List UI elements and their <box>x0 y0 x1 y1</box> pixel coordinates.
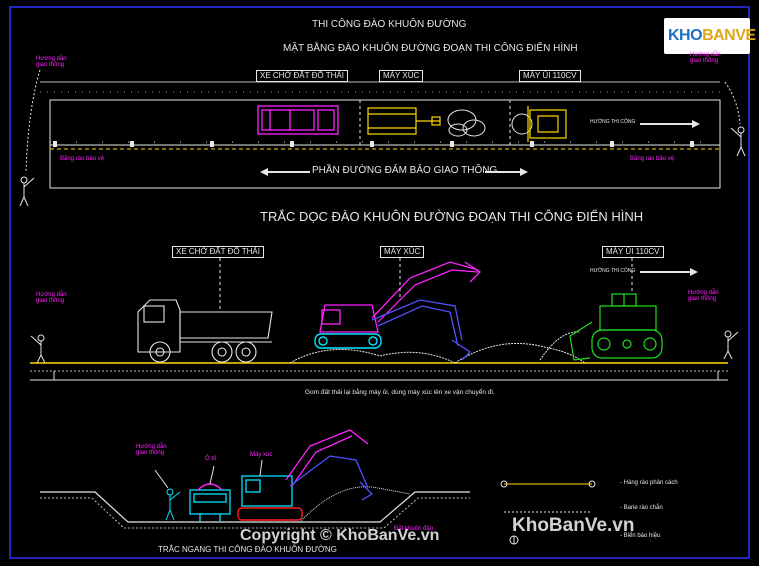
profile-label-excavator: MÁY XÚC <box>380 246 425 258</box>
profile-label-truck: XE CHỞ ĐẤT ĐỔ THẢI <box>172 246 264 258</box>
legend-barrier-label: - Barie rào chắn <box>620 505 663 511</box>
logo-text-a: KHO <box>668 27 703 44</box>
cross-section-view <box>40 429 470 529</box>
profile-view <box>30 258 739 381</box>
plan-traffic-lane-label: PHẦN ĐƯỜNG ĐẢM BẢO GIAO THÔNG <box>312 165 498 176</box>
plan-barrier-left-label: Băng rào bảo vệ <box>60 156 105 162</box>
plan-label-dozer: MÁY ỦI 110CV <box>519 70 581 82</box>
logo-text: KHOBANVE <box>668 27 756 45</box>
watermark-text: KhoBanVe.vn <box>512 515 635 536</box>
profile-flagman-right-label: Hướng dẫn giao thông <box>688 290 719 302</box>
plan-label-excavator: MÁY XÚC <box>379 70 424 82</box>
section-title: TRẮC NGANG THI CÔNG ĐÀO KHUÔN ĐƯỜNG <box>158 545 337 554</box>
plan-direction-label: HƯỚNG THI CÔNG <box>590 119 636 125</box>
plan-barrier-right-label: Băng rào bảo vệ <box>630 156 675 162</box>
plan-title: MẶT BẰNG ĐÀO KHUÔN ĐƯỜNG ĐOẠN THI CÔNG Đ… <box>283 43 578 54</box>
profile-title: TRẮC DỌC ĐÀO KHUÔN ĐƯỜNG ĐOẠN THI CÔNG Đ… <box>260 209 644 224</box>
profile-note: Gom đất thải lại bằng máy ủi, dùng máy x… <box>305 389 495 396</box>
legend <box>500 480 596 545</box>
profile-flagman-left-label: Hướng dẫn giao thông <box>36 292 67 304</box>
watermark-copyright: Copyright © KhoBanVe.vn <box>240 527 440 544</box>
khobanve-logo: KHOBANVE <box>664 18 756 54</box>
section-excavator-label: Máy xúc <box>250 452 273 458</box>
legend-sign-label: - Biển báo hiệu <box>620 533 661 539</box>
drawing-frame <box>9 6 750 559</box>
section-cut-label: Đất khuôn đào <box>394 526 434 532</box>
legend-fence-label: - Hàng rào phân cách <box>620 480 678 486</box>
plan-label-truck: XE CHỞ ĐẤT ĐỔ THẢI <box>256 70 348 82</box>
plan-view <box>19 69 746 207</box>
profile-direction-label: HƯỚNG THI CÔNG <box>590 268 636 274</box>
plan-main-title: THI CÔNG ĐÀO KHUÔN ĐƯỜNG <box>312 19 467 30</box>
plan-flagman-left-label: Hướng dẫn giao thông <box>36 56 67 68</box>
section-flagman-label: Hướng dẫn giao thông <box>136 444 167 456</box>
plan-flagman-right-label: Hướng dẫn giao thông <box>690 52 721 64</box>
profile-label-dozer: MÁY ỦI 110CV <box>602 246 664 258</box>
logo-text-b: BANVE <box>702 27 756 44</box>
section-car-label: Ô tô <box>205 456 217 462</box>
